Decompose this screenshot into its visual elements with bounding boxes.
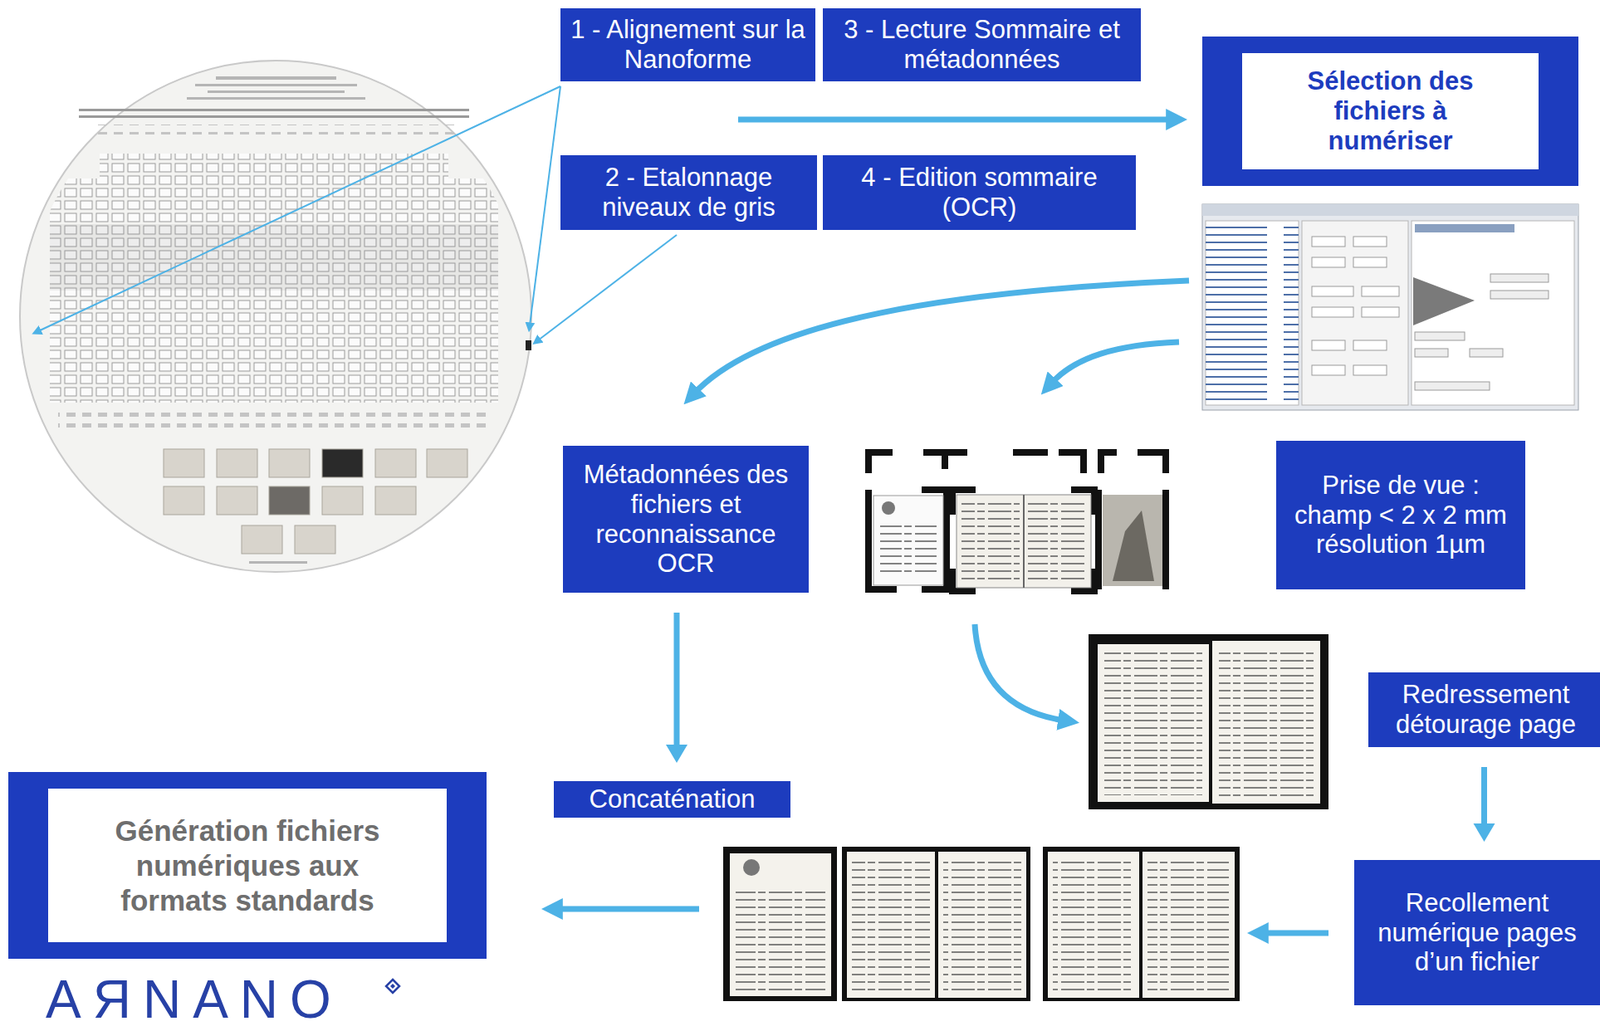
arrow-head	[1473, 823, 1496, 842]
process-box: Redressement détourage page	[1368, 672, 1600, 748]
arrow-head	[665, 744, 688, 764]
process-box: 3 - Lecture Sommaire et métadonnées	[822, 8, 1141, 82]
connector-line	[674, 612, 681, 749]
box-text: 3 - Lecture Sommaire et métadonnées	[829, 14, 1135, 75]
box-text: 1 - Alignement sur la Nanoforme	[567, 14, 809, 75]
logo-mark	[386, 979, 400, 994]
box-text: Recollement numérique pages d’un fichier	[1360, 888, 1594, 979]
process-box: Prise de vue : champ < 2 x 2 mm résoluti…	[1276, 440, 1526, 590]
flow-connector	[665, 612, 688, 764]
framed-box: Sélection des fichiers à numériser	[1202, 36, 1579, 186]
process-box: 1 - Alignement sur la Nanoforme	[560, 8, 816, 82]
box-text: Métadonnées des fichiers et reconnaissan…	[569, 459, 803, 580]
wafer-illustration	[19, 60, 532, 573]
box-inner: Sélection des fichiers à numériser	[1242, 53, 1539, 170]
box-text: Concaténation	[589, 784, 756, 815]
process-box: Concaténation	[553, 781, 791, 818]
box-text: Génération fichiers numériques aux forma…	[89, 813, 406, 919]
pages-strip-illustration	[723, 846, 1240, 1002]
flow-connector	[1473, 767, 1496, 842]
process-box: 4 - Edition sommaire (OCR)	[822, 155, 1136, 230]
connector-line	[1481, 767, 1488, 827]
capture-illustration	[868, 452, 1166, 592]
box-text: Prise de vue : champ < 2 x 2 mm résoluti…	[1282, 470, 1519, 561]
box-text: Redressement détourage page	[1374, 680, 1597, 740]
process-box: 2 - Etalonnage niveaux de gris	[560, 155, 818, 230]
box-text: 2 - Etalonnage niveaux de gris	[567, 162, 811, 223]
box-text: 4 - Edition sommaire (OCR)	[829, 162, 1130, 223]
scan-illustration	[1088, 634, 1329, 810]
flow-arrows	[556, 119, 1329, 934]
process-box: Métadonnées des fichiers et reconnaissan…	[562, 445, 809, 593]
box-text: Sélection des fichiers à numériser	[1278, 66, 1503, 157]
box-inner: Génération fichiers numériques aux forma…	[48, 788, 447, 943]
process-box: Recollement numérique pages d’un fichier	[1354, 860, 1600, 1006]
framed-box: Génération fichiers numériques aux forma…	[8, 772, 487, 960]
software-screenshot	[1202, 204, 1579, 411]
logo-text: AЯNANO	[45, 973, 343, 1027]
